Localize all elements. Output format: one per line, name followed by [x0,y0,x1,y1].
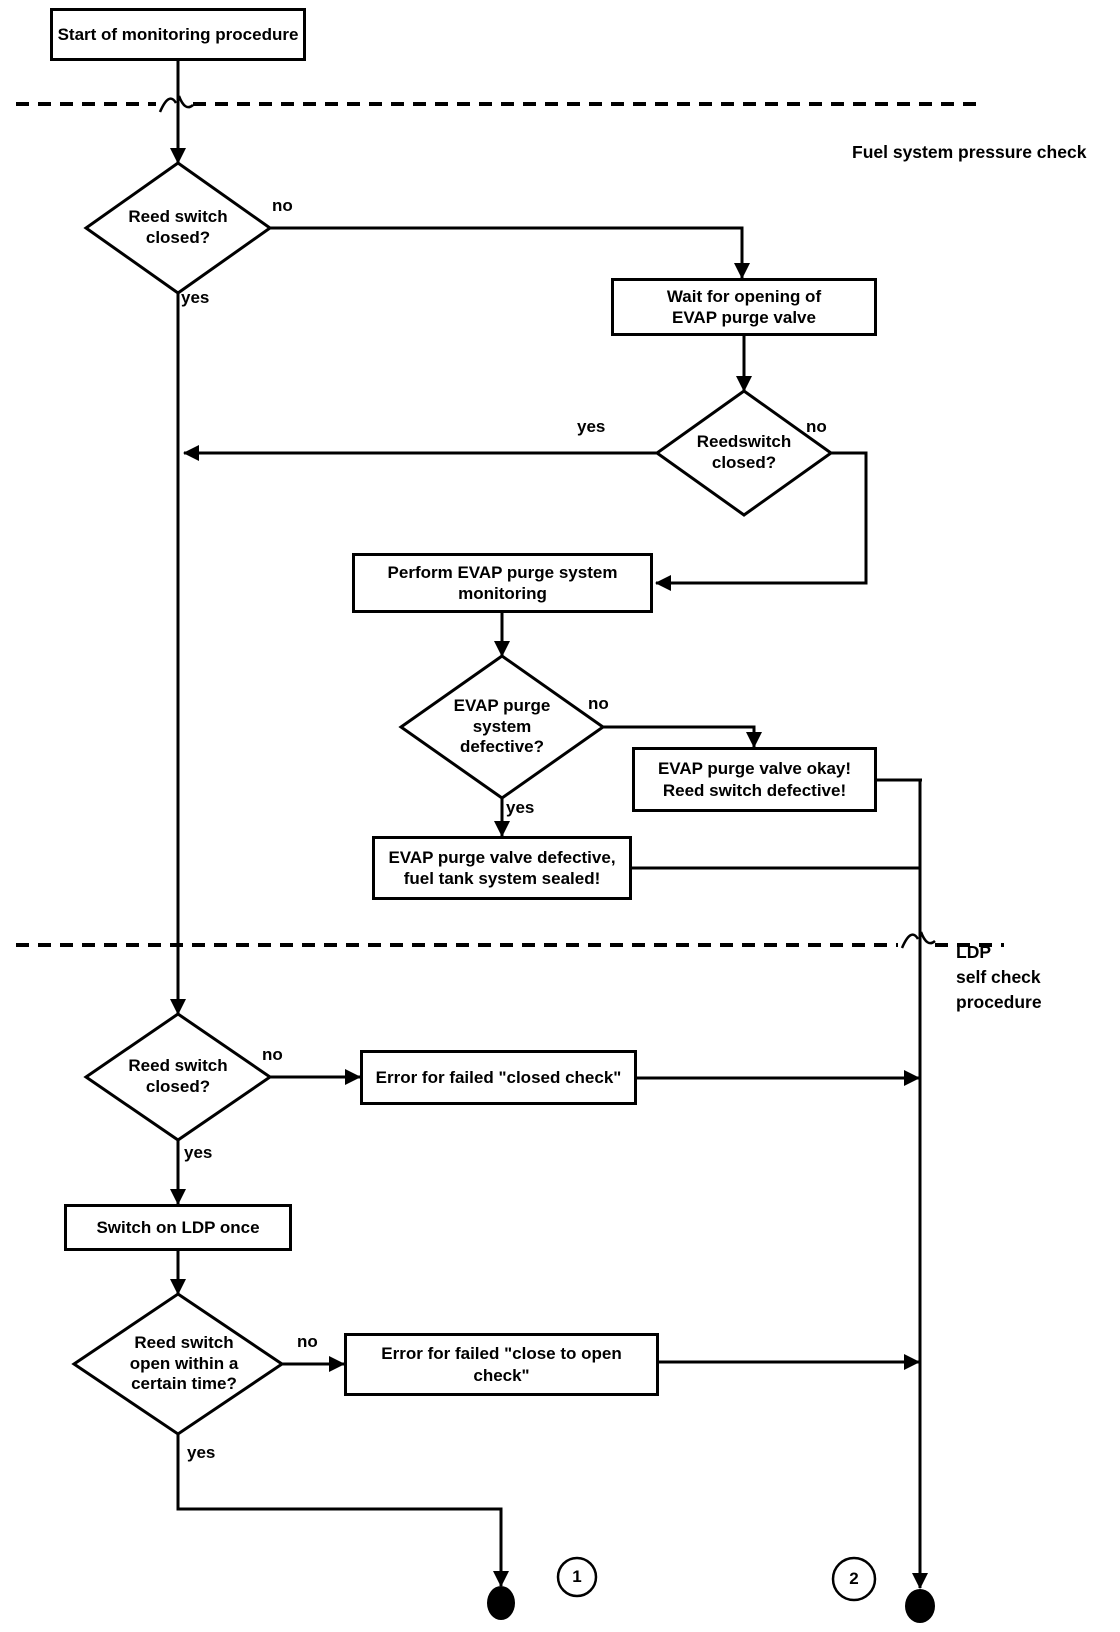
edge-d5-yes [176,1434,509,1587]
connector-number-2: 2 [849,1569,859,1588]
edge-d3-no [603,725,762,748]
decision-reedswitch-closed-2 [654,389,834,517]
edge-label-d5-no: no [297,1332,318,1351]
end-point-2 [905,1589,935,1623]
connector-number-1: 1 [572,1567,582,1586]
decision-reed-switch-closed-1 [83,161,273,295]
node-perform-evap-monitoring: Perform EVAP purge system monitoring [352,553,653,613]
connector-circle-2 [831,1556,877,1602]
node-error-closed-check: Error for failed "closed check" [360,1050,637,1105]
edge-d1-no [270,226,750,279]
node-error-close-to-open: Error for failed "close to open check" [344,1333,659,1396]
decision-reed-switch-open-time [71,1292,285,1436]
node-switch-on-ldp: Switch on LDP once [64,1204,292,1251]
edge-label-d4-yes: yes [184,1143,213,1162]
edge-label-d4-no: no [262,1045,283,1064]
section-label-fuel-pressure-check: Fuel system pressure check [852,142,1087,162]
edge-label-d1-yes: yes [181,288,210,307]
separator-break-mark-top [158,95,194,113]
section-label-ldp-self-check: LDP self check procedure [956,942,1042,1012]
node-evap-valve-okay: EVAP purge valve okay! Reed switch defec… [632,747,877,812]
end-point-1 [487,1586,515,1620]
connector-circle-1 [556,1556,598,1598]
decision-evap-system-defective [398,654,606,800]
node-evap-valve-defective: EVAP purge valve defective, fuel tank sy… [372,836,632,900]
separator-break-mark-bottom [900,931,936,949]
node-start: Start of monitoring procedure [50,8,306,61]
node-wait-evap-open: Wait for opening of EVAP purge valve [611,278,877,336]
edge-label-d3-yes: yes [506,798,535,817]
edge-label-d1-no: no [272,196,293,215]
edge-label-d3-no: no [588,694,609,713]
edge-label-d2-yes: yes [577,417,606,436]
edge-label-d2-no: no [806,417,827,436]
edge-d2-no [655,451,868,591]
decision-reed-switch-closed-3 [83,1012,273,1142]
edge-label-d5-yes: yes [187,1443,216,1462]
